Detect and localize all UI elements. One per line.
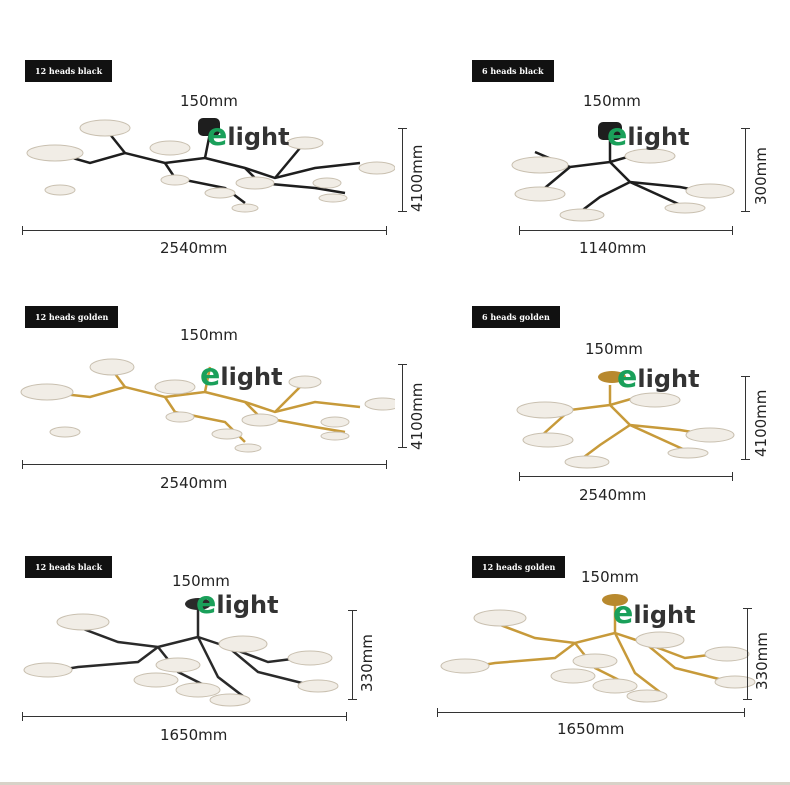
canopy-dimension: 150mm [172, 572, 230, 590]
elight-logo: elight [613, 596, 696, 631]
footer-divider [0, 782, 790, 785]
width-line [519, 226, 733, 235]
product-panel-1: 12 heads black 150mm elight 2540mm [0, 0, 426, 260]
width-dimension: 2540mm [160, 239, 228, 257]
chandelier-image [511, 122, 735, 222]
variant-badge: 6 heads black [472, 60, 554, 82]
variant-badge: 12 heads black [25, 556, 113, 578]
product-panel-4: 6 heads golden 150mm elight 2540mm 4100m… [395, 260, 790, 520]
width-dimension: 2540mm [160, 474, 228, 492]
width-dimension: 2540mm [579, 486, 647, 504]
product-panel-5: 12 heads black 150mm elight 1650mm 330mm [0, 520, 395, 780]
chandelier-image [26, 118, 395, 213]
variant-badge: 12 heads golden [472, 556, 566, 578]
height-line [743, 608, 752, 700]
height-line [348, 610, 357, 700]
elight-logo: elight [207, 118, 290, 153]
canopy-dimension: 150mm [581, 568, 639, 586]
height-dimension: 330mm [358, 634, 376, 692]
width-line [22, 712, 347, 721]
height-line [741, 128, 750, 212]
canopy-dimension: 150mm [180, 326, 238, 344]
product-panel-6: 12 heads golden 150mm elight 1650mm 330m… [395, 520, 790, 780]
elight-logo: elight [607, 118, 690, 153]
width-dimension: 1140mm [579, 239, 647, 257]
width-line [437, 708, 745, 717]
chandelier-image [20, 358, 395, 453]
width-dimension: 1650mm [160, 726, 228, 744]
product-panel-3: 12 heads golden 150mm elight 2540mm [0, 260, 426, 520]
height-dimension: 4100mm [752, 389, 770, 457]
canopy-dimension: 150mm [583, 92, 641, 110]
elight-logo: elight [617, 360, 700, 395]
variant-badge: 12 heads golden [25, 306, 119, 328]
height-line [398, 364, 407, 448]
variant-badge: 12 heads black [25, 60, 113, 82]
height-line [741, 376, 750, 460]
canopy-dimension: 150mm [180, 92, 238, 110]
elight-logo: elight [196, 586, 279, 621]
height-dimension: 330mm [753, 632, 771, 690]
variant-badge: 6 heads golden [472, 306, 560, 328]
product-panel-2: 6 heads black 150mm elight 1140mm 300mm [395, 0, 790, 260]
chandelier-image [440, 594, 756, 703]
width-dimension: 1650mm [557, 720, 625, 738]
width-line [519, 472, 733, 481]
height-dimension: 300mm [752, 147, 770, 205]
chandelier-image [516, 371, 735, 469]
width-line [22, 226, 387, 235]
height-line [398, 128, 407, 212]
width-line [22, 460, 387, 469]
chandelier-image [23, 598, 339, 707]
elight-logo: elight [200, 358, 283, 393]
canopy-dimension: 150mm [585, 340, 643, 358]
